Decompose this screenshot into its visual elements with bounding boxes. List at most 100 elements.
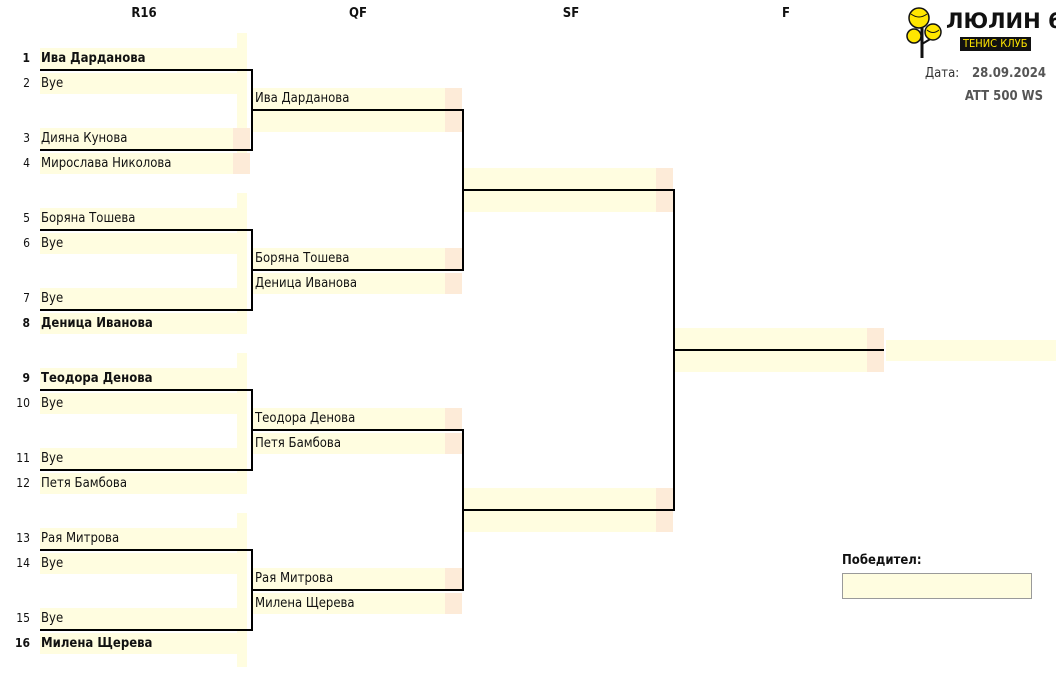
tennis-tree-icon [906,7,942,58]
seed-number: 4 [23,156,30,170]
r16-slot[interactable] [40,128,233,149]
score-cell[interactable] [233,128,250,149]
score-cell[interactable] [656,168,673,189]
r16-slot[interactable] [40,393,247,414]
player-name: Bye [41,556,64,571]
r16-strip [237,353,247,487]
score-cell[interactable] [233,153,250,174]
qf-slot[interactable] [253,111,445,132]
player-name: Деница Иванова [41,316,153,331]
logo-subtitle: ТЕНИС КЛУБ [960,37,1031,51]
qf-slot[interactable] [253,593,445,614]
seed-number: 6 [23,236,30,250]
seed-number: 10 [16,396,30,410]
logo-title: ЛЮЛИН 6 [946,9,1056,33]
r16-slot[interactable] [40,233,247,254]
qf-slot[interactable] [253,273,445,294]
score-cell[interactable] [445,248,462,269]
r16-slot[interactable] [40,448,247,469]
r16-slot[interactable] [40,73,247,94]
score-cell[interactable] [445,111,462,132]
qf-slot[interactable] [253,248,445,269]
r16-slot[interactable] [40,553,247,574]
score-cell[interactable] [445,88,462,109]
bracket-line [40,469,253,471]
winner-field[interactable] [842,573,1032,599]
seed-number: 8 [22,316,30,330]
player-name: Bye [41,611,64,626]
bracket-line [251,69,253,151]
player-name: Теодора Денова [255,411,356,426]
score-cell[interactable] [445,433,462,454]
r16-slot[interactable] [40,473,247,494]
player-name: Петя Бамбова [41,476,127,491]
player-name: Теодора Денова [41,371,153,386]
bracket-line [40,389,253,391]
qf-slot[interactable] [253,88,445,109]
player-name: Bye [41,76,64,91]
seed-number: 7 [23,291,30,305]
sf-slot[interactable] [464,168,656,189]
sf-slot[interactable] [464,488,656,509]
bracket-line [40,229,253,231]
player-name: Ива Дарданова [255,91,350,106]
score-cell[interactable] [867,351,884,372]
qf-slot[interactable] [253,568,445,589]
seed-number: 9 [22,371,30,385]
club-logo: ЛЮЛИН 6 ТЕНИС КЛУБ [902,6,1056,58]
player-name: Дияна Кунова [41,131,128,146]
score-cell[interactable] [656,511,673,532]
bracket-line [253,429,464,431]
sf-slot[interactable] [464,511,656,532]
champion-slot[interactable] [886,340,1056,361]
header-qf: QF [349,6,367,21]
r16-slot[interactable] [40,608,247,629]
score-cell[interactable] [445,273,462,294]
score-cell[interactable] [867,328,884,349]
r16-slot[interactable] [40,633,247,654]
player-name: Милена Щерева [255,596,355,611]
seed-number: 16 [14,636,30,650]
bracket-line [253,269,464,271]
r16-slot[interactable] [40,313,247,334]
final-slot[interactable] [675,351,867,372]
r16-slot[interactable] [40,153,233,174]
header-f: F [782,6,790,21]
score-cell[interactable] [656,488,673,509]
player-name: Милена Щерева [41,636,153,651]
r16-slot[interactable] [40,48,247,69]
date-value: 28.09.2024 [972,66,1046,81]
player-name: Петя Бамбова [255,436,341,451]
score-cell[interactable] [656,191,673,212]
player-name: Bye [41,291,64,306]
qf-slot[interactable] [253,408,445,429]
seed-number: 5 [23,211,30,225]
bracket-line [253,589,464,591]
score-cell[interactable] [445,568,462,589]
final-slot[interactable] [675,328,867,349]
r16-strip [237,513,247,667]
r16-slot[interactable] [40,288,247,309]
player-name: Рая Митрова [255,571,334,586]
seed-number: 12 [16,476,30,490]
header-r16: R16 [131,6,157,21]
bracket-line [675,349,884,351]
score-cell[interactable] [445,593,462,614]
seed-number: 15 [16,611,30,625]
score-cell[interactable] [445,408,462,429]
event-name: ATT 500 WS [964,89,1043,104]
player-name: Боряна Тошева [255,251,350,266]
seed-number: 14 [16,556,30,570]
bracket-line [40,309,253,311]
r16-slot[interactable] [40,528,247,549]
bracket-line [40,629,253,631]
bracket-line [251,229,253,311]
r16-slot[interactable] [40,368,247,389]
sf-slot[interactable] [464,191,656,212]
r16-slot[interactable] [40,208,247,229]
r16-strip [237,193,247,327]
bracket-line [673,189,675,511]
qf-slot[interactable] [253,433,445,454]
player-name: Ива Дарданова [41,51,146,66]
seed-number: 1 [22,51,30,65]
